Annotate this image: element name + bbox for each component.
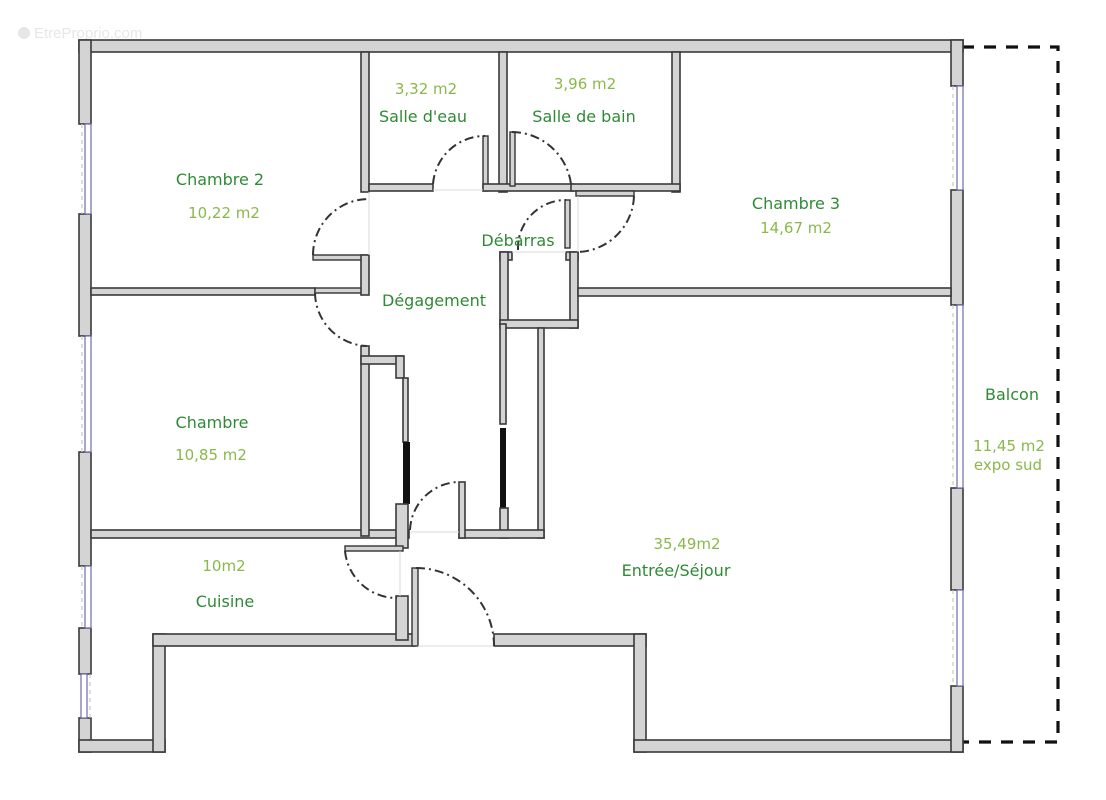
watermark-text: EtreProprio.com — [34, 25, 143, 42]
door-chambre — [314, 292, 368, 347]
balcon-orientation-note: expo sud — [973, 456, 1043, 474]
windows — [80, 85, 964, 719]
room-area-cuisine: 10m2 — [202, 557, 246, 575]
door-swings — [312, 131, 635, 647]
watermark: EtreProprio.com — [18, 25, 142, 42]
room-name-sejour: Entrée/Séjour — [621, 561, 731, 580]
room-name-degagement: Dégagement — [382, 291, 486, 310]
logo-circle-icon — [18, 27, 30, 39]
door-salle-eau — [432, 134, 486, 185]
door-chambre2 — [312, 198, 370, 256]
room-name-salle-bain: Salle de bain — [532, 107, 636, 126]
door-entree — [415, 567, 495, 647]
door-degagement — [409, 481, 460, 531]
room-name-chambre2: Chambre 2 — [175, 170, 265, 189]
room-area-sejour: 35,49m2 — [653, 535, 721, 553]
room-area-salle-bain: 3,96 m2 — [553, 75, 617, 93]
room-area-salle-eau: 3,32 m2 — [394, 80, 458, 98]
door-debarras — [516, 198, 567, 251]
exterior-walls — [78, 39, 964, 753]
room-area-chambre2: 10,22 m2 — [188, 204, 260, 222]
room-name-salle-eau: Salle d'eau — [378, 107, 468, 126]
room-name-chambre: Chambre — [175, 413, 249, 432]
interior-walls — [90, 51, 952, 647]
room-area-balcon: 11,45 m2 — [973, 437, 1045, 455]
room-area-chambre3: 14,67 m2 — [760, 219, 832, 237]
door-cuisine — [344, 550, 398, 600]
room-area-chambre: 10,85 m2 — [175, 446, 247, 464]
room-name-chambre3: Chambre 3 — [751, 194, 841, 213]
balcony-outline — [962, 45, 1060, 744]
room-name-balcon: Balcon — [985, 385, 1039, 404]
door-chambre3 — [575, 195, 635, 253]
room-name-debarras: Débarras — [481, 231, 555, 250]
door-salle-bain — [511, 131, 572, 185]
room-name-cuisine: Cuisine — [195, 592, 255, 611]
